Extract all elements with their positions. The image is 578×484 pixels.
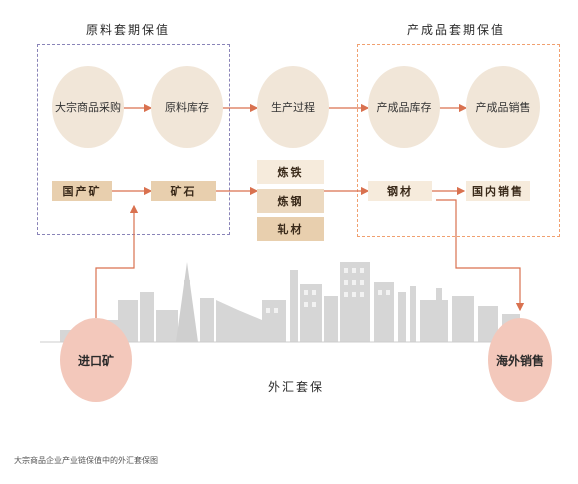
rolling-tag: 轧材 <box>257 217 324 241</box>
procurement-circle: 大宗商品采购 <box>52 66 124 148</box>
finished-inventory-circle: 产成品库存 <box>368 66 440 148</box>
overseas-sales-circle: 海外销售 <box>488 318 552 402</box>
raw-inventory-circle: 原料库存 <box>151 66 223 148</box>
ore-tag: 矿石 <box>151 181 216 201</box>
domestic-sales-tag: 国内销售 <box>466 181 530 201</box>
domestic-ore-tag: 国产矿 <box>52 181 112 201</box>
finished-sales-circle: 产成品销售 <box>466 66 540 148</box>
forex-hedge-label: 外汇套保 <box>268 380 325 394</box>
ironmaking-tag: 炼铁 <box>257 160 324 184</box>
raw-material-hedge-title: 原料套期保值 <box>86 23 171 37</box>
figure-caption: 大宗商品企业产业链保值中的外汇套保图 <box>14 456 158 465</box>
steelmaking-tag: 炼钢 <box>257 189 324 213</box>
finished-goods-hedge-box <box>357 44 560 237</box>
finished-goods-hedge-title: 产成品套期保值 <box>407 23 506 37</box>
steel-tag: 钢材 <box>368 181 432 201</box>
imported-ore-circle: 进口矿 <box>60 318 132 402</box>
production-circle: 生产过程 <box>257 66 329 148</box>
